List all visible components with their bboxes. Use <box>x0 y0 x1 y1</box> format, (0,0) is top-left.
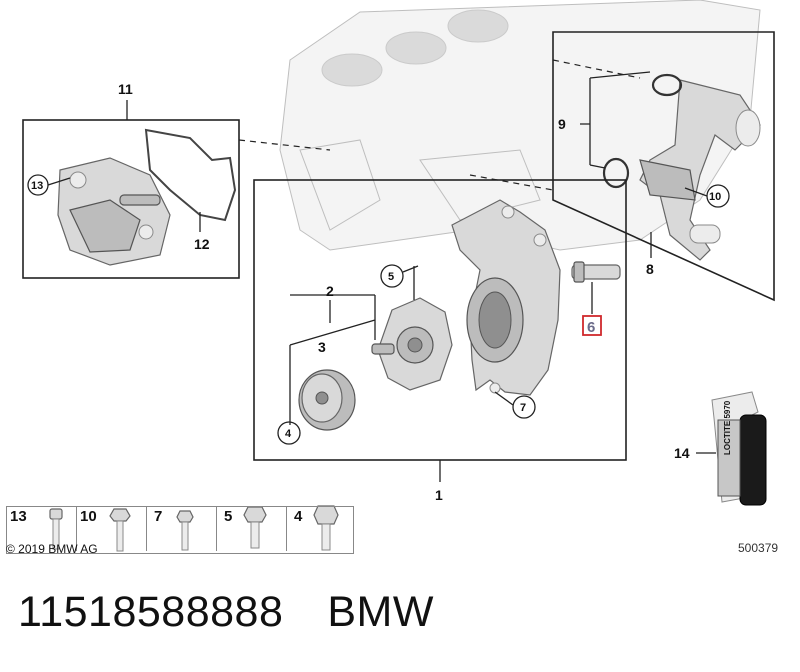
pulley <box>298 369 356 431</box>
water-pump-impeller <box>371 297 453 391</box>
adhesive-brand-label: LOCTITE 5970 <box>723 400 732 455</box>
bolt-label-4: 4 <box>294 508 303 525</box>
bolt-strip <box>6 506 354 554</box>
callout-6[interactable]: 6 <box>587 319 595 336</box>
copyright-notice: © 2019 BMW AG <box>6 542 98 556</box>
o-ring-lower <box>602 157 630 189</box>
callout-14[interactable]: 14 <box>674 445 690 461</box>
footer-caption: 11518588888 BMW <box>18 588 434 637</box>
callout-10[interactable]: 10 <box>709 191 721 203</box>
bolt-cell-7[interactable] <box>146 507 217 551</box>
thermostat-housing <box>639 79 761 261</box>
callout-4[interactable]: 4 <box>285 428 292 440</box>
diagram-number: 500379 <box>738 541 779 555</box>
bolt-10 <box>109 508 131 552</box>
coolant-fitting <box>571 261 621 283</box>
callout-7[interactable]: 7 <box>520 402 526 414</box>
part-number: 11518588888 <box>18 588 284 636</box>
bolt-label-7: 7 <box>154 508 163 525</box>
gasket-12 <box>144 128 237 222</box>
callout-11[interactable]: 11 <box>118 81 133 97</box>
brand-name: BMW <box>327 588 434 636</box>
bolt-label-5: 5 <box>224 508 233 525</box>
callout-1[interactable]: 1 <box>435 487 443 503</box>
bolt-5 <box>243 506 267 549</box>
callout-9[interactable]: 9 <box>558 116 566 132</box>
bolt-label-13: 13 <box>10 508 27 525</box>
bolt-cell-5[interactable] <box>216 507 287 551</box>
o-ring-upper <box>651 73 683 97</box>
callout-5[interactable]: 5 <box>388 271 394 283</box>
bolt-13 <box>49 508 63 550</box>
group-box-11 <box>22 119 240 279</box>
bolt-7 <box>176 510 194 551</box>
group-box-8 <box>552 31 775 302</box>
bolt-label-10: 10 <box>80 508 97 525</box>
callout-13[interactable]: 13 <box>31 180 43 192</box>
callout-8[interactable]: 8 <box>646 261 654 277</box>
bolt-cell-10[interactable] <box>76 507 147 551</box>
callout-12[interactable]: 12 <box>194 236 210 252</box>
bolt-4 <box>313 505 339 551</box>
engine-block <box>279 0 761 251</box>
water-pump-housing <box>451 199 561 396</box>
bolt-cell-13[interactable] <box>6 507 77 551</box>
callout-3[interactable]: 3 <box>318 339 326 355</box>
callout-6-highlight <box>582 315 602 336</box>
vacuum-pump-housing <box>57 157 171 266</box>
callout-2[interactable]: 2 <box>326 283 334 299</box>
adhesive-cartridge: LOCTITE 5970 <box>711 391 767 506</box>
